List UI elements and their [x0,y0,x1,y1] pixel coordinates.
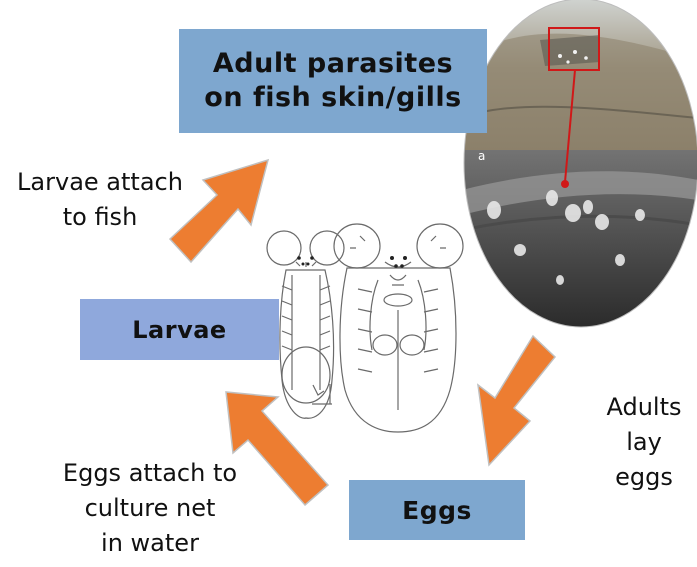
photo-panel-label: a [478,149,485,163]
arrow-adult-to-eggs [478,336,555,465]
stage-adult-label: Adult parasites on fish skin/gills [204,47,461,115]
transition-eggs-attach-caption: Eggs attach to culture net in water [40,456,260,560]
stage-larvae-label: Larvae [132,316,226,344]
stage-adult-box: Adult parasites on fish skin/gills [179,29,487,133]
fish-photo [462,0,697,330]
larva-drawing [267,224,463,432]
stage-eggs-label: Eggs [402,496,472,525]
transition-larvae-attach-caption: Larvae attach to fish [6,165,194,235]
stage-eggs-box: Eggs [349,480,525,540]
stage-larvae-box: Larvae [80,299,279,360]
larva-eyespots [297,256,407,268]
transition-adults-lay-caption: Adults lay eggs [592,390,696,494]
